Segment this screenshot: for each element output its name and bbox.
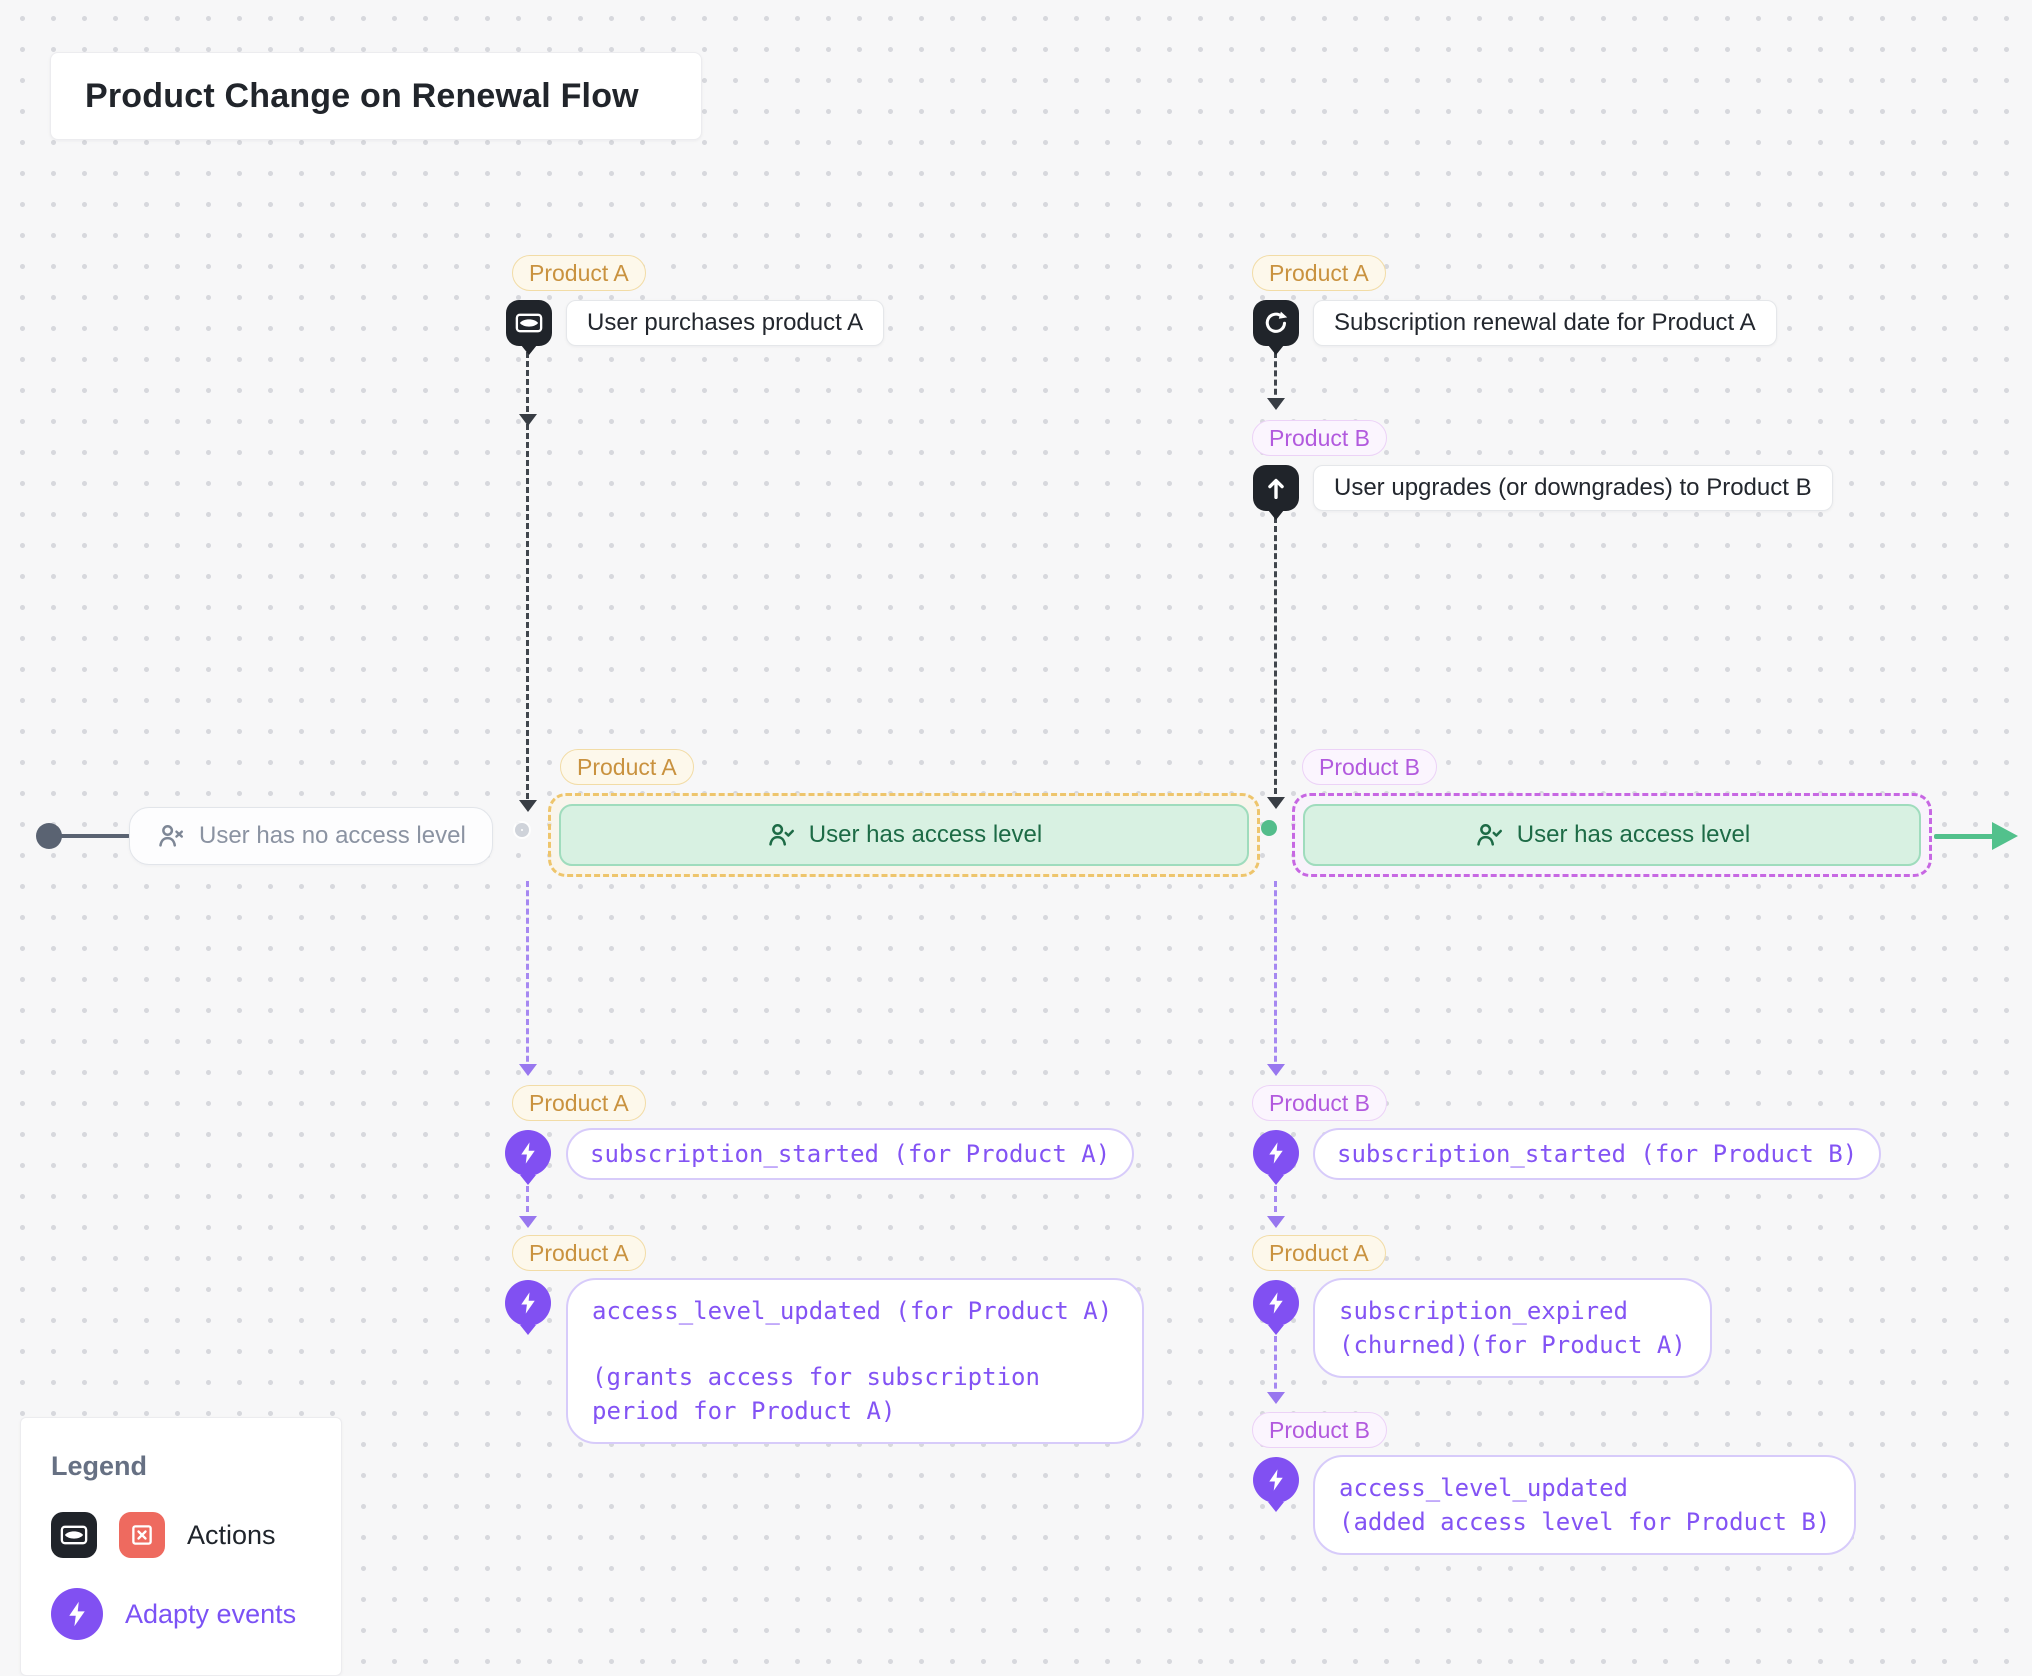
arrowhead-icon [519, 1064, 537, 1076]
legend-actions-label: Actions [187, 1519, 276, 1550]
cash-icon [51, 1512, 97, 1558]
product-a-badge: Product A [512, 1235, 646, 1271]
node-user-upgrades-to-product-b[interactable]: User upgrades (or downgrades) to Product… [1313, 465, 1833, 511]
event-label-line1: access_level_updated (for Product A) [592, 1297, 1113, 1325]
node-user-has-access-level-b[interactable]: User has access level [1303, 804, 1921, 866]
event-access-level-updated-b[interactable]: access_level_updated (added access level… [1313, 1455, 1857, 1555]
product-b-badge: Product B [1252, 1085, 1387, 1121]
user-check-icon [1477, 823, 1502, 846]
legend-card: Legend Actions [20, 1417, 342, 1676]
event-label-line2: (churned)(for Product A) [1339, 1331, 1686, 1359]
page-title: Product Change on Renewal Flow [85, 76, 639, 115]
product-a-badge: Product A [512, 255, 646, 291]
event-label-line1: access_level_updated [1339, 1474, 1628, 1502]
product-a-badge: Product A [1252, 255, 1386, 291]
arrow-up-icon [1253, 465, 1299, 520]
title-card: Product Change on Renewal Flow [50, 52, 702, 140]
flow-exit-line [1934, 834, 1994, 839]
edge-substarted-a-to-accessupdated-a [526, 1186, 529, 1222]
event-label-line2: (grants access for subscription period f… [592, 1363, 1040, 1425]
node-user-purchases-product-a[interactable]: User purchases product A [566, 300, 885, 346]
product-a-badge: Product A [560, 749, 694, 785]
edge-purchase-to-state [526, 352, 529, 808]
connector-dot-green [1261, 820, 1277, 836]
arrowhead-icon [1267, 1064, 1285, 1076]
x-square-icon [119, 1512, 165, 1558]
state-frame-product-a: User has access level [548, 793, 1260, 877]
event-label-line2: (added access level for Product B) [1339, 1508, 1831, 1536]
arrowhead-icon [1267, 1216, 1285, 1228]
lightning-icon [505, 1130, 551, 1185]
node-user-has-access-level-a[interactable]: User has access level [559, 804, 1249, 866]
node-label: Subscription renewal date for Product A [1334, 309, 1756, 336]
edge-substarted-b-to-expired-a [1274, 1186, 1277, 1222]
node-label: User has no access level [199, 822, 466, 849]
node-subscription-renewal-date[interactable]: Subscription renewal date for Product A [1313, 300, 1777, 346]
edge-expired-a-to-accessupdated-b [1274, 1336, 1277, 1398]
event-label: subscription_started (for Product A) [590, 1140, 1111, 1168]
arrowhead-icon [1267, 1392, 1285, 1404]
node-label: User has access level [808, 821, 1043, 848]
flow-exit-arrow-icon [1992, 822, 2018, 850]
node-user-has-no-access-level[interactable]: User has no access level [129, 807, 493, 865]
lightning-icon [1253, 1280, 1299, 1335]
edge-renewal-to-upgrade [1274, 352, 1277, 404]
event-subscription-started-a[interactable]: subscription_started (for Product A) [566, 1128, 1135, 1180]
user-x-icon [159, 824, 183, 847]
lightning-icon [505, 1280, 551, 1335]
event-label-line1: subscription_expired [1339, 1297, 1628, 1325]
arrowhead-icon [519, 800, 537, 812]
arrowhead-icon [519, 414, 537, 426]
arrowhead-icon [519, 1216, 537, 1228]
node-label: User purchases product A [587, 309, 864, 336]
product-b-badge: Product B [1252, 420, 1387, 456]
state-frame-product-b: User has access level [1292, 793, 1932, 877]
node-label: User upgrades (or downgrades) to Product… [1334, 474, 1812, 501]
arrowhead-icon [1267, 797, 1285, 809]
product-a-badge: Product A [512, 1085, 646, 1121]
edge-state-to-substarted-a [526, 881, 529, 1071]
event-subscription-expired-a[interactable]: subscription_expired (churned)(for Produ… [1313, 1278, 1712, 1378]
edge-state-to-substarted-b [1274, 881, 1277, 1071]
product-a-badge: Product A [1252, 1235, 1386, 1271]
refresh-icon [1253, 300, 1299, 355]
flow-start-line [52, 834, 130, 838]
product-b-badge: Product B [1252, 1412, 1387, 1448]
lightning-icon [1253, 1130, 1299, 1185]
legend-title: Legend [51, 1451, 148, 1481]
legend-adapty-events-label: Adapty events [125, 1598, 297, 1629]
arrowhead-icon [1267, 398, 1285, 410]
connector-dot-gray [515, 823, 529, 837]
user-check-icon [769, 823, 794, 846]
cash-icon [506, 300, 552, 355]
event-access-level-updated-a[interactable]: access_level_updated (for Product A) (gr… [566, 1278, 1144, 1444]
lightning-icon [1253, 1457, 1299, 1512]
edge-upgrade-to-state [1274, 517, 1277, 803]
product-b-badge: Product B [1302, 749, 1437, 785]
event-subscription-started-b[interactable]: subscription_started (for Product B) [1313, 1128, 1882, 1180]
lightning-icon [51, 1588, 103, 1640]
node-label: User has access level [1516, 821, 1751, 848]
event-label: subscription_started (for Product B) [1337, 1140, 1858, 1168]
